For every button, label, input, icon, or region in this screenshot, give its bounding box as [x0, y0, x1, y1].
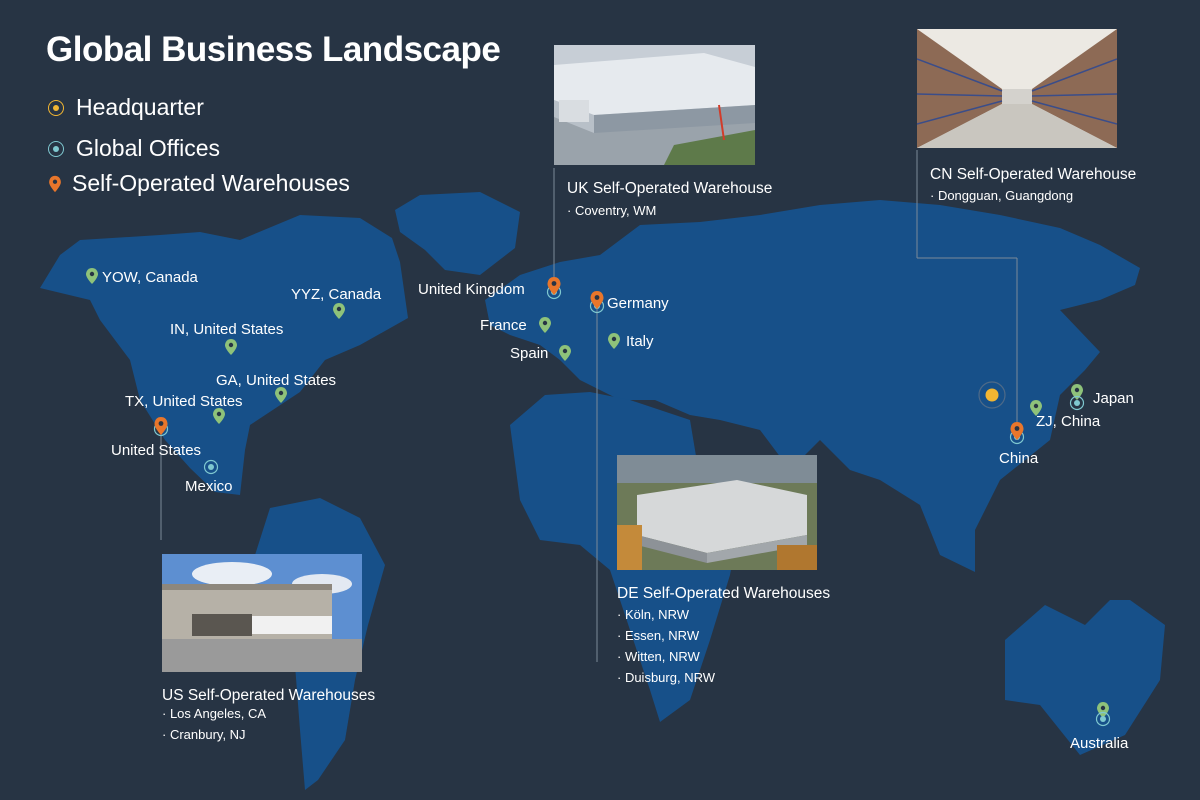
legend-warehouses: Self-Operated Warehouses — [48, 170, 350, 197]
label-zj-china: ZJ, China — [1036, 413, 1101, 430]
label-australia: Australia — [1070, 735, 1129, 752]
label-united-states: United States — [111, 442, 202, 459]
de-warehouse-photo — [617, 455, 817, 570]
us-warehouse-site-2: · Cranbury, NJ — [162, 727, 246, 742]
land-greenland — [395, 192, 520, 275]
de-warehouse-title: DE Self-Operated Warehouses — [617, 585, 831, 602]
label-china: China — [999, 450, 1039, 467]
label-japan: Japan — [1093, 390, 1134, 407]
label-yow: YOW, Canada — [102, 269, 198, 286]
de-warehouse-site-2: · Essen, NRW — [617, 628, 700, 643]
legend-headquarter: Headquarter — [48, 94, 204, 121]
de-warehouse-site-4: · Duisburg, NRW — [617, 670, 716, 685]
de-warehouse-site-1: · Köln, NRW — [617, 607, 689, 622]
cn-warehouse-site: · Dongguan, Guangdong — [930, 188, 1074, 203]
uk-warehouse-photo — [554, 45, 755, 165]
label-in-us: IN, United States — [170, 321, 284, 338]
label-italy: Italy — [626, 333, 654, 350]
headquarter-legend-icon — [48, 99, 64, 116]
label-ga-us: GA, United States — [216, 372, 337, 389]
legend-headquarter-label: Headquarter — [76, 94, 204, 120]
label-mexico: Mexico — [185, 478, 233, 495]
label-germany: Germany — [607, 295, 669, 312]
land-australia — [1005, 600, 1165, 755]
legend-warehouses-label: Self-Operated Warehouses — [72, 170, 350, 196]
label-spain: Spain — [510, 345, 549, 362]
land-north-america — [40, 215, 408, 495]
page-title: Global Business Landscape — [46, 30, 501, 69]
label-united-kingdom: United Kingdom — [418, 281, 525, 298]
uk-warehouse-site: · Coventry, WM — [567, 203, 657, 218]
label-tx-us: TX, United States — [125, 393, 243, 410]
uk-warehouse-title: UK Self-Operated Warehouse — [567, 180, 773, 197]
legend-global-offices: Global Offices — [48, 135, 220, 162]
us-warehouse-title: US Self-Operated Warehouses — [162, 687, 376, 704]
de-warehouse-site-3: · Witten, NRW — [617, 649, 700, 664]
office-legend-icon — [48, 140, 64, 157]
label-yyz: YYZ, Canada — [291, 286, 382, 303]
headquarter-marker[interactable] — [978, 381, 1006, 409]
warehouse-pin-icon — [49, 175, 61, 192]
cn-warehouse-photo — [917, 29, 1117, 148]
us-warehouse-site-1: · Los Angeles, CA — [162, 706, 267, 721]
land-eurasia — [485, 200, 1140, 572]
label-france: France — [480, 317, 527, 334]
us-warehouse-photo — [162, 554, 362, 672]
cn-warehouse-title: CN Self-Operated Warehouse — [930, 166, 1137, 183]
connector-lines — [160, 150, 1018, 662]
legend-global-offices-label: Global Offices — [76, 135, 221, 161]
